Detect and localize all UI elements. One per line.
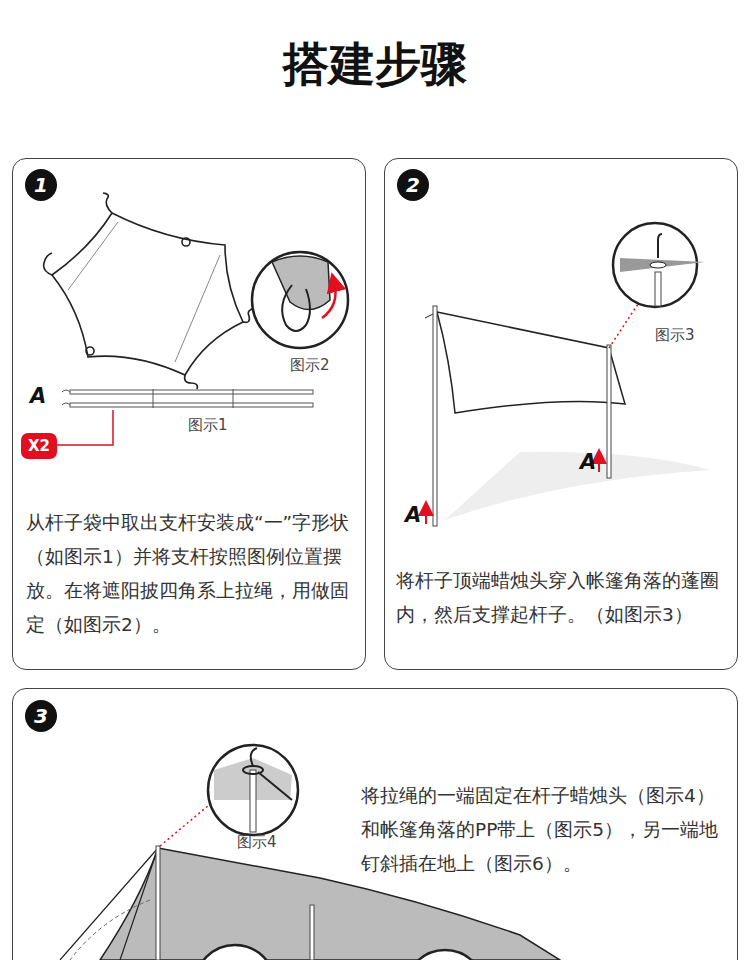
step-number: 2: [397, 169, 429, 201]
quantity-badge: X2: [21, 433, 57, 459]
figure-label: 图示2: [290, 356, 330, 375]
step-panel: 将拉绳的一端固定在杆子蜡烛头（图示4）和帐篷角落的PP带上（图示5），另一端地钉…: [12, 688, 738, 960]
part-letter: A: [30, 384, 46, 408]
figure-label: 图示1: [188, 416, 228, 435]
step-number: 3: [25, 700, 57, 732]
step-number-text: 2: [406, 173, 420, 197]
part-letter: A: [405, 503, 421, 527]
step-panel: 将杆子顶端蜡烛头穿入帐篷角落的蓬圈内，然后支撑起杆子。（如图示3） 2: [384, 158, 738, 670]
step-description: 将拉绳的一端固定在杆子蜡烛头（图示4）和帐篷角落的PP带上（图示5），另一端地钉…: [361, 779, 733, 881]
pole-set: [62, 389, 313, 408]
figure-label: 图示3: [655, 326, 695, 345]
step-number-text: 3: [34, 704, 48, 728]
tarp-guyed: [60, 745, 560, 960]
part-letter: A: [580, 450, 596, 474]
step-number: 1: [25, 169, 57, 201]
detail-circle: [252, 252, 348, 348]
figure-label: 图示4: [237, 833, 277, 852]
page-title: 搭建步骤: [0, 34, 750, 96]
step-number-text: 1: [34, 173, 48, 197]
leader-line: [56, 410, 113, 445]
step-description: 将杆子顶端蜡烛头穿入帐篷角落的蓬圈内，然后支撑起杆子。（如图示3）: [396, 564, 731, 632]
tarp-flat: [44, 193, 255, 389]
step-panel: 从杆子袋中取出支杆安装成“一”字形状（如图示1）并将支杆按照图例位置摆放。在将遮…: [12, 158, 366, 670]
tarp-pitched: [425, 223, 710, 526]
badge-text: X2: [28, 437, 50, 455]
step-description: 从杆子袋中取出支杆安装成“一”字形状（如图示1）并将支杆按照图例位置摆放。在将遮…: [26, 506, 361, 642]
